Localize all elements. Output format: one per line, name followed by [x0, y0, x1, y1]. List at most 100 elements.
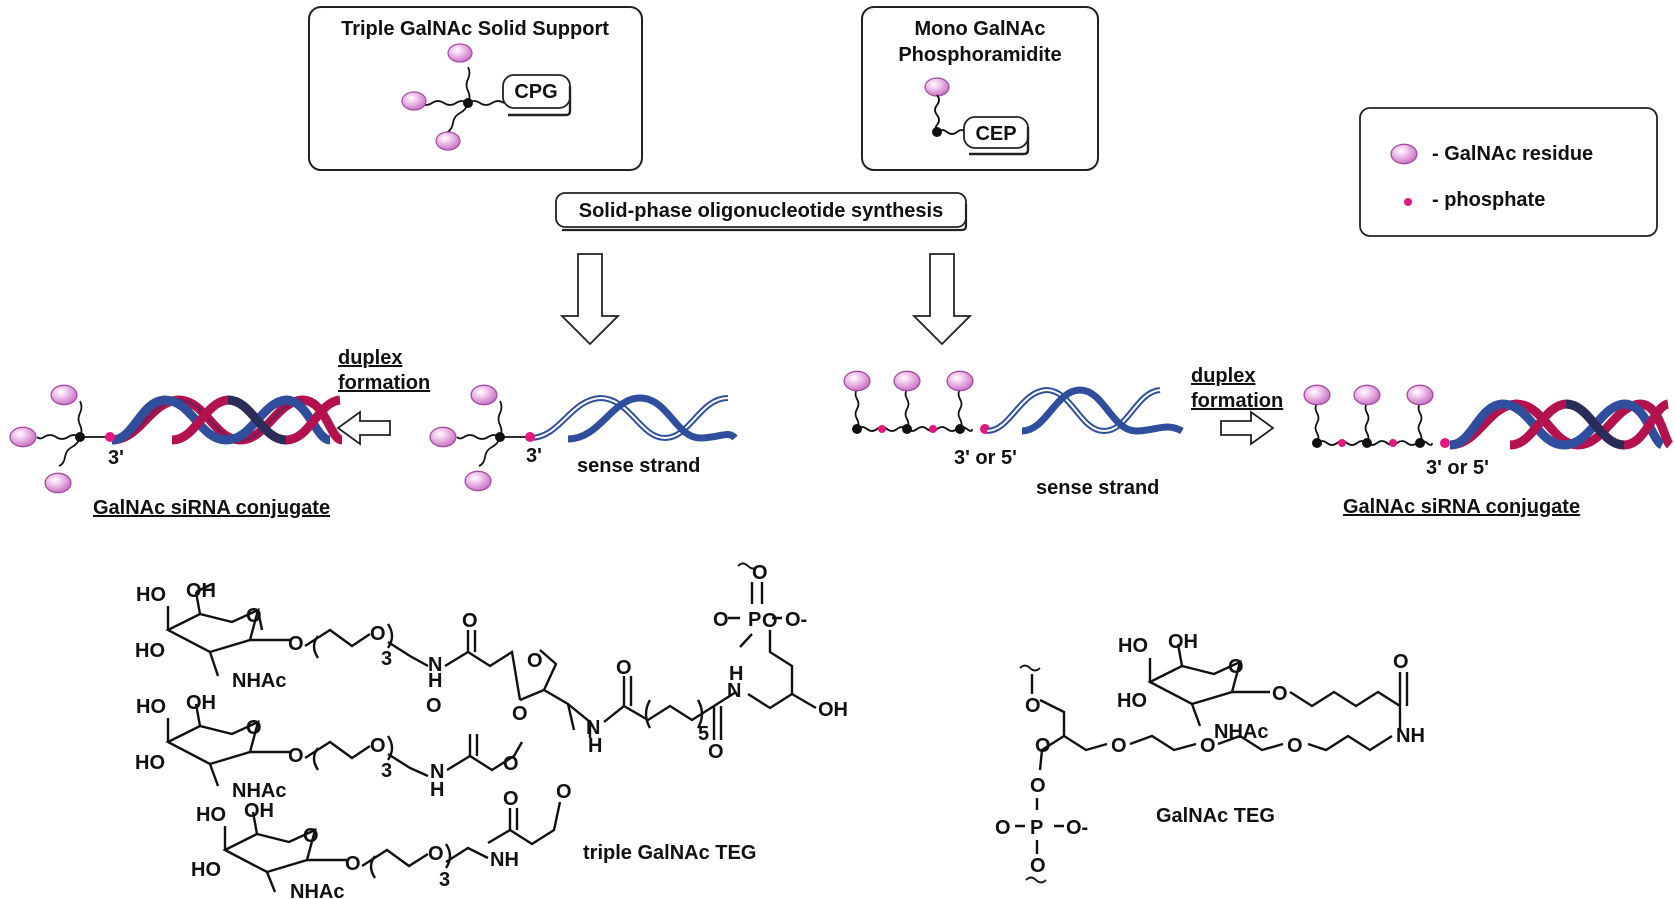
- o-label: O: [503, 788, 519, 810]
- o-label: O: [288, 633, 304, 655]
- right-panel: 3' or 5' sense strand duplex formation 3…: [843, 365, 1674, 518]
- ho-label: HO: [135, 640, 165, 662]
- o-label: O: [512, 703, 528, 725]
- n-label: N: [586, 717, 600, 739]
- support-box-title: Triple GalNAc Solid Support: [341, 18, 609, 40]
- n-label: N: [430, 761, 444, 783]
- phosphate-dot: [105, 432, 115, 442]
- legend-galnac-icon: [1390, 143, 1418, 165]
- repeat-count-label: 3: [381, 648, 392, 670]
- o-label: O: [752, 562, 768, 584]
- galnac-residue-icon: [1406, 384, 1434, 406]
- amidite-box-title-1: Mono GalNAc: [914, 18, 1045, 40]
- left-duplex-label-1: duplex: [338, 347, 402, 369]
- nhac-label: NHAc: [232, 670, 286, 692]
- amidite-linker-cep: [936, 129, 966, 135]
- galnac-residue-icon: [1353, 384, 1381, 406]
- support-linker-cpg: [467, 100, 505, 106]
- galnac-residue-icon: [50, 384, 78, 406]
- right-duplex-label-1: duplex: [1191, 365, 1255, 387]
- ho-label: HO: [196, 804, 226, 826]
- support-linker-bottom: [445, 102, 469, 134]
- h-label: H: [428, 670, 442, 692]
- left-sense-prime-label: 3': [526, 445, 542, 467]
- ring-o-label: O: [246, 717, 262, 739]
- amidite-linker: [934, 94, 940, 133]
- branch-point-dot: [932, 127, 942, 137]
- n-label: N: [428, 654, 442, 676]
- ho-label: HO: [191, 859, 221, 881]
- cpg-label: CPG: [514, 81, 557, 103]
- galnac-residue-icon: [843, 370, 871, 392]
- synthesis-label-shadow: [562, 204, 968, 232]
- left-conjugate-label: GalNAc siRNA conjugate: [93, 497, 330, 519]
- right-arrow-icon: [1220, 410, 1275, 446]
- repeat-count-label: 5: [698, 723, 709, 745]
- nhac-label: NHAc: [1214, 721, 1268, 743]
- legend-phosphate-label: - phosphate: [1432, 189, 1545, 211]
- galnac-residue-icon: [924, 77, 950, 97]
- cep-label: CEP: [975, 123, 1016, 145]
- galnac-teg-structure: HO OH O HO NHAc O O NH O O O O O O P O O…: [995, 631, 1425, 884]
- galnac-residue-icon: [447, 43, 473, 63]
- ho-label: HO: [136, 696, 166, 718]
- right-duplex-prime-label: 3' or 5': [1426, 457, 1489, 479]
- o-label: O: [462, 610, 478, 632]
- o-label: O: [370, 735, 386, 757]
- galnac-residue-icon: [464, 470, 492, 492]
- oh-label: OH: [186, 580, 216, 602]
- right-duplex-label-2: formation: [1191, 390, 1283, 412]
- sugar-ring-1: [165, 582, 290, 677]
- nh-label: NH: [1396, 725, 1425, 747]
- left-arrow-icon: [336, 410, 391, 446]
- ring-o-label: O: [1228, 656, 1244, 678]
- nhac-label: NHAc: [232, 780, 286, 802]
- branch-point-dot: [1312, 438, 1322, 448]
- ho-label: HO: [1117, 690, 1147, 712]
- o-label: O: [1393, 651, 1409, 673]
- branch-point-dot: [1415, 438, 1425, 448]
- o-label: O: [713, 609, 729, 631]
- o-label: O: [288, 745, 304, 767]
- galnac-residue-icon: [44, 472, 72, 494]
- o-label: O: [708, 741, 724, 763]
- sugar-ring-2: [165, 703, 290, 787]
- triple-galnac-teg-structure: HO OH O HO NHAc O HO OH O HO NHAc O HO O…: [135, 562, 848, 899]
- o-label: O: [1030, 855, 1046, 877]
- repeat-count-label: 3: [439, 869, 450, 891]
- sugar-ring-3: [222, 811, 347, 893]
- o-label: O: [426, 695, 442, 717]
- sense-helix-back: [567, 394, 738, 443]
- o-label: O: [1035, 735, 1051, 757]
- right-conjugate-label: GalNAc siRNA conjugate: [1343, 496, 1580, 518]
- ho-label: HO: [135, 752, 165, 774]
- o-label: O: [762, 610, 778, 632]
- galnac-residue-icon: [946, 370, 974, 392]
- h-label: H: [430, 779, 444, 801]
- cpg-tag-shadow: [508, 86, 572, 117]
- triple-galnac-solid-support-box: Triple GalNAc Solid Support CPG: [308, 6, 643, 171]
- oh-label: OH: [244, 800, 274, 822]
- branch-point-dot: [1362, 438, 1372, 448]
- phosphate-dot: [525, 432, 535, 442]
- legend: - GalNAc residue - phosphate: [1359, 107, 1658, 237]
- galnac-residue-icon: [1303, 384, 1331, 406]
- o-label: O: [1287, 735, 1303, 757]
- o-label: O: [1272, 683, 1288, 705]
- ring-o-label: O: [246, 605, 262, 627]
- left-panel: 3' sense strand duplex formation 3' GalN…: [9, 347, 738, 519]
- o-label: O: [995, 817, 1011, 839]
- o-label: O: [1030, 775, 1046, 797]
- ring-o-label: O: [303, 825, 319, 847]
- oh-label: OH: [186, 692, 216, 714]
- right-sense-strand: [986, 386, 1184, 435]
- galnac-residue-icon: [429, 426, 457, 448]
- left-duplex: [111, 395, 344, 445]
- h-label: H: [588, 735, 602, 757]
- o-label: O: [428, 843, 444, 865]
- p-label: P: [1030, 817, 1043, 839]
- o-label: O: [1111, 735, 1127, 757]
- triple-galnac-teg-label: triple GalNAc TEG: [583, 842, 756, 864]
- branch-point-dot: [463, 98, 473, 108]
